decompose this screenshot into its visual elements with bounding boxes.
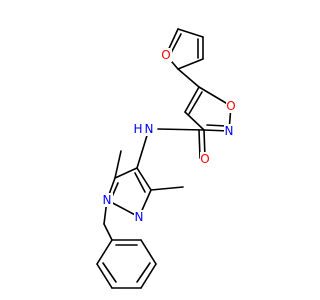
phenyl-bond-5	[140, 239, 157, 265]
svg-text:O: O	[200, 152, 209, 166]
isoxazole-bond-o-c5	[198, 86, 232, 107]
furan-oxygen-label: O	[161, 48, 172, 62]
pyrazole-double-bond-inner-1	[134, 172, 146, 193]
isoxazole-nitrogen-label: N	[224, 124, 235, 138]
svg-text:N: N	[103, 193, 112, 207]
phenyl-bond-2	[96, 263, 113, 289]
pyrazole-n1-label: N	[102, 193, 113, 207]
phenyl-bond-1	[96, 239, 113, 265]
amide-oxygen-label: O	[200, 152, 211, 166]
isoxazole-double-bond-inner-1	[188, 91, 203, 115]
isoxazole-double-bond-inner-2	[206, 124, 227, 127]
furan-double-bond-inner-2	[170, 33, 182, 54]
amide-bond-c-o-2	[198, 129, 201, 159]
furan-bond-c4-c5	[177, 28, 204, 38]
svg-text:O: O	[161, 48, 170, 62]
pyrazole-bond-c4-c5	[114, 167, 138, 179]
amide-bond-c-n	[157, 128, 205, 131]
benzyl-bond-ch2-ph	[103, 223, 113, 241]
svg-text:N: N	[135, 210, 144, 224]
phenyl-inner-1	[102, 262, 117, 283]
svg-text:N: N	[145, 122, 154, 136]
svg-text:O: O	[226, 99, 235, 113]
isoxazole-bond-c5-c4	[184, 86, 200, 113]
pyrazole-n2-label: N	[134, 210, 145, 224]
structure-diagram: O O N N H O	[96, 28, 237, 289]
isoxazole-bond-c4-c3	[184, 111, 205, 131]
furan-isoxazole-link	[177, 68, 200, 88]
phenyl-bond-4	[140, 263, 157, 289]
svg-text:N: N	[225, 124, 234, 138]
furan-bond-c2-c3	[177, 58, 204, 70]
isoxazole-oxygen-label: O	[226, 99, 237, 113]
molecule-structure: O O N N H O	[96, 28, 237, 289]
methyl-bond-c3	[150, 186, 184, 191]
atom-label-layer: O O N N H O	[102, 48, 237, 224]
methyl-bond-c5	[114, 150, 122, 179]
amide-hydrogen-label: H	[133, 122, 144, 136]
svg-text:H: H	[133, 122, 142, 136]
pyrazole-bond-c3-c4	[136, 167, 152, 191]
phenyl-inner-2	[136, 262, 151, 283]
amide-nitrogen-label: N	[144, 122, 155, 136]
